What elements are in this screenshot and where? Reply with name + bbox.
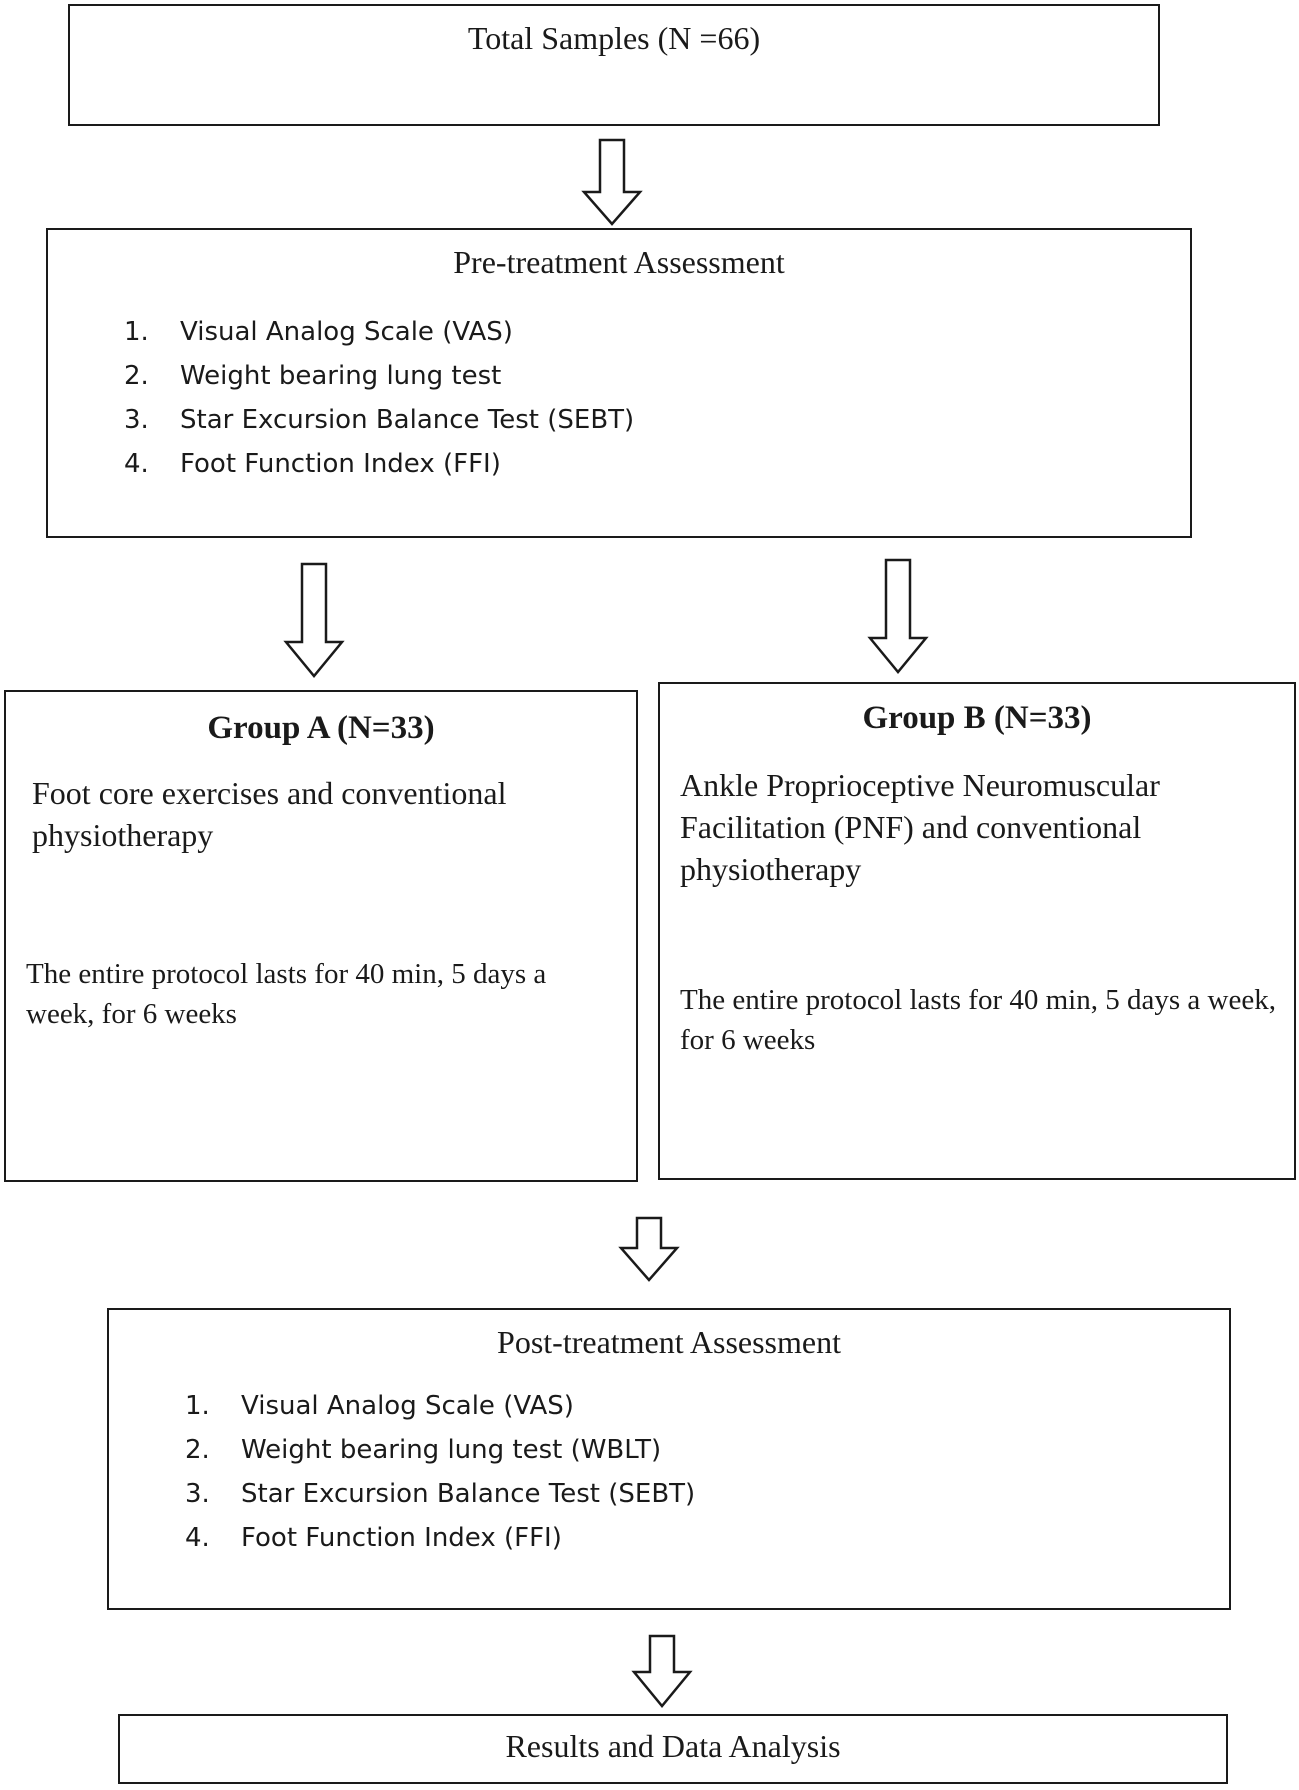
group-b-description: Ankle Proprioceptive Neuromuscular Facil… xyxy=(680,767,1160,887)
pre-treatment-box: Pre-treatment Assessment 1.Visual Analog… xyxy=(46,228,1192,538)
down-arrow-icon xyxy=(631,1634,693,1708)
results-label: Results and Data Analysis xyxy=(505,1728,841,1764)
group-a-title: Group A (N=33) xyxy=(207,710,435,746)
down-arrow-icon xyxy=(283,562,345,678)
down-arrow-icon xyxy=(618,1216,680,1282)
total-samples-label: Total Samples (N =66) xyxy=(467,20,761,56)
group-b-title: Group B (N=33) xyxy=(862,700,1092,736)
group-b-protocol: The entire protocol lasts for 40 min, 5 … xyxy=(680,984,1276,1056)
results-box: Results and Data Analysis xyxy=(118,1714,1228,1784)
post-treatment-box: Post-treatment Assessment 1.Visual Analo… xyxy=(107,1308,1231,1610)
down-arrow-icon xyxy=(867,558,929,674)
down-arrow-icon xyxy=(581,138,643,226)
group-a-box: Group A (N=33) Foot core exercises and c… xyxy=(4,690,638,1182)
group-a-description: Foot core exercises and conventional phy… xyxy=(32,775,507,853)
total-samples-box: Total Samples (N =66) xyxy=(68,4,1160,126)
pre-treatment-title: Pre-treatment Assessment xyxy=(453,244,785,280)
group-b-box: Group B (N=33) Ankle Proprioceptive Neur… xyxy=(658,682,1296,1180)
group-a-protocol: The entire protocol lasts for 40 min, 5 … xyxy=(26,958,547,1030)
post-treatment-title: Post-treatment Assessment xyxy=(497,1324,841,1360)
